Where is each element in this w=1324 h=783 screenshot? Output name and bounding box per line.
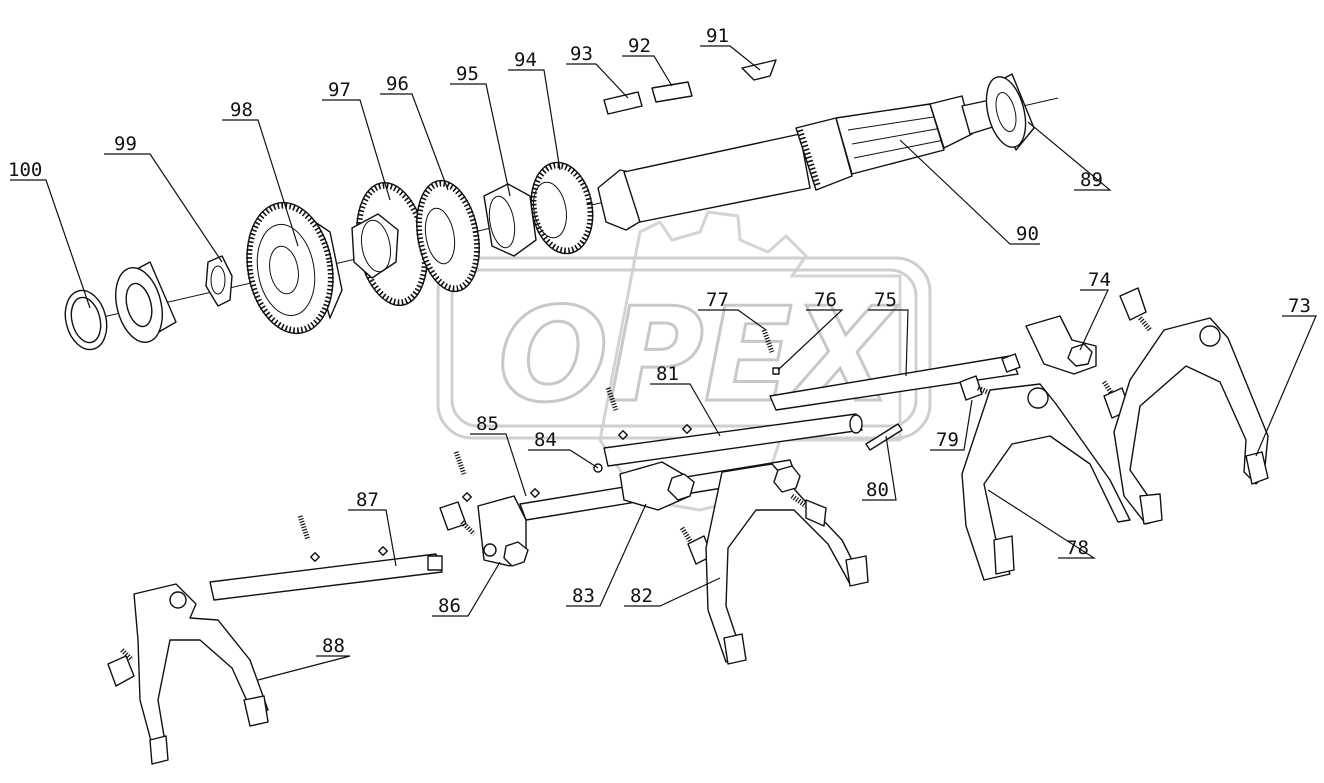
part-91-woodruff-key [741, 59, 777, 81]
part-78-shift-fork [961, 383, 1131, 581]
detent-spring-c [297, 515, 311, 541]
callout-86: 86 [438, 595, 461, 617]
callout-74: 74 [1088, 269, 1111, 291]
part-81-shift-rail [603, 413, 863, 467]
callout-92: 92 [628, 35, 651, 57]
part-94-gear [530, 161, 594, 255]
part-93-key [603, 91, 643, 115]
part-98-large-gear [246, 201, 343, 335]
callout-82: 82 [630, 585, 653, 607]
callout-88: 88 [322, 635, 345, 657]
callout-95: 95 [456, 63, 479, 85]
callout-80: 80 [866, 479, 889, 501]
callout-85: 85 [476, 413, 499, 435]
part-82-shift-fork [705, 463, 869, 665]
small-ball-c [530, 488, 540, 498]
part-88-shift-fork [107, 583, 269, 765]
callout-76: 76 [814, 289, 837, 311]
leader-lines [10, 45, 1317, 681]
part-76-detent-ball [772, 367, 780, 375]
part-80-interlock-pin [865, 423, 903, 451]
part-87-shift-rail [209, 553, 443, 601]
part-75-shift-rail [769, 353, 1021, 411]
callout-87: 87 [356, 489, 379, 511]
callout-93: 93 [570, 43, 593, 65]
part-100-retaining-ring [64, 289, 108, 351]
callout-90: 90 [1016, 223, 1039, 245]
watermark-frame-inner [450, 268, 918, 428]
callout-99: 99 [114, 133, 137, 155]
part-77-detent-spring [761, 329, 775, 353]
callout-100: 100 [8, 159, 42, 181]
watermark-text: OPEX [498, 279, 899, 431]
callout-96: 96 [386, 73, 409, 95]
callout-97: 97 [328, 79, 351, 101]
part-95-spacer-bushing [483, 183, 537, 257]
small-ball-f [310, 552, 320, 562]
part-89-bearing [985, 73, 1035, 151]
detent-spring-b [453, 451, 467, 475]
detent-spring-a [605, 387, 619, 411]
part-86-shift-lug [477, 495, 529, 567]
callout-81: 81 [656, 363, 679, 385]
callout-83: 83 [572, 585, 595, 607]
callout-77: 77 [706, 289, 729, 311]
callout-89: 89 [1080, 169, 1103, 191]
callout-91: 91 [706, 25, 729, 47]
part-96-gear [415, 179, 481, 293]
part-99-lock-washer [205, 255, 233, 307]
callout-78: 78 [1066, 537, 1089, 559]
part-bearing-left [115, 261, 177, 343]
part-74-set-screw [1119, 287, 1152, 332]
small-ball-e [378, 546, 388, 556]
callout-75: 75 [874, 289, 897, 311]
callout-73: 73 [1288, 295, 1311, 317]
small-ball-d [462, 492, 472, 502]
watermark: OPEX [436, 210, 932, 512]
callout-79: 79 [936, 429, 959, 451]
part-74-shift-lug [1025, 315, 1097, 375]
small-ball-a [682, 424, 692, 434]
small-ball-b [618, 430, 628, 440]
part-73-shift-fork [1113, 317, 1269, 525]
callout-98: 98 [230, 99, 253, 121]
part-92-key [651, 81, 693, 103]
part-90-spline-shaft [597, 95, 997, 231]
part-79-set-screw [959, 375, 993, 401]
part-83-shift-lug [619, 461, 713, 565]
callout-labels: 100 99 98 97 96 95 94 93 92 91 90 89 74 … [8, 25, 1311, 657]
callout-84: 84 [534, 429, 557, 451]
set-screw-near-86 [439, 501, 476, 536]
callout-94: 94 [514, 49, 537, 71]
